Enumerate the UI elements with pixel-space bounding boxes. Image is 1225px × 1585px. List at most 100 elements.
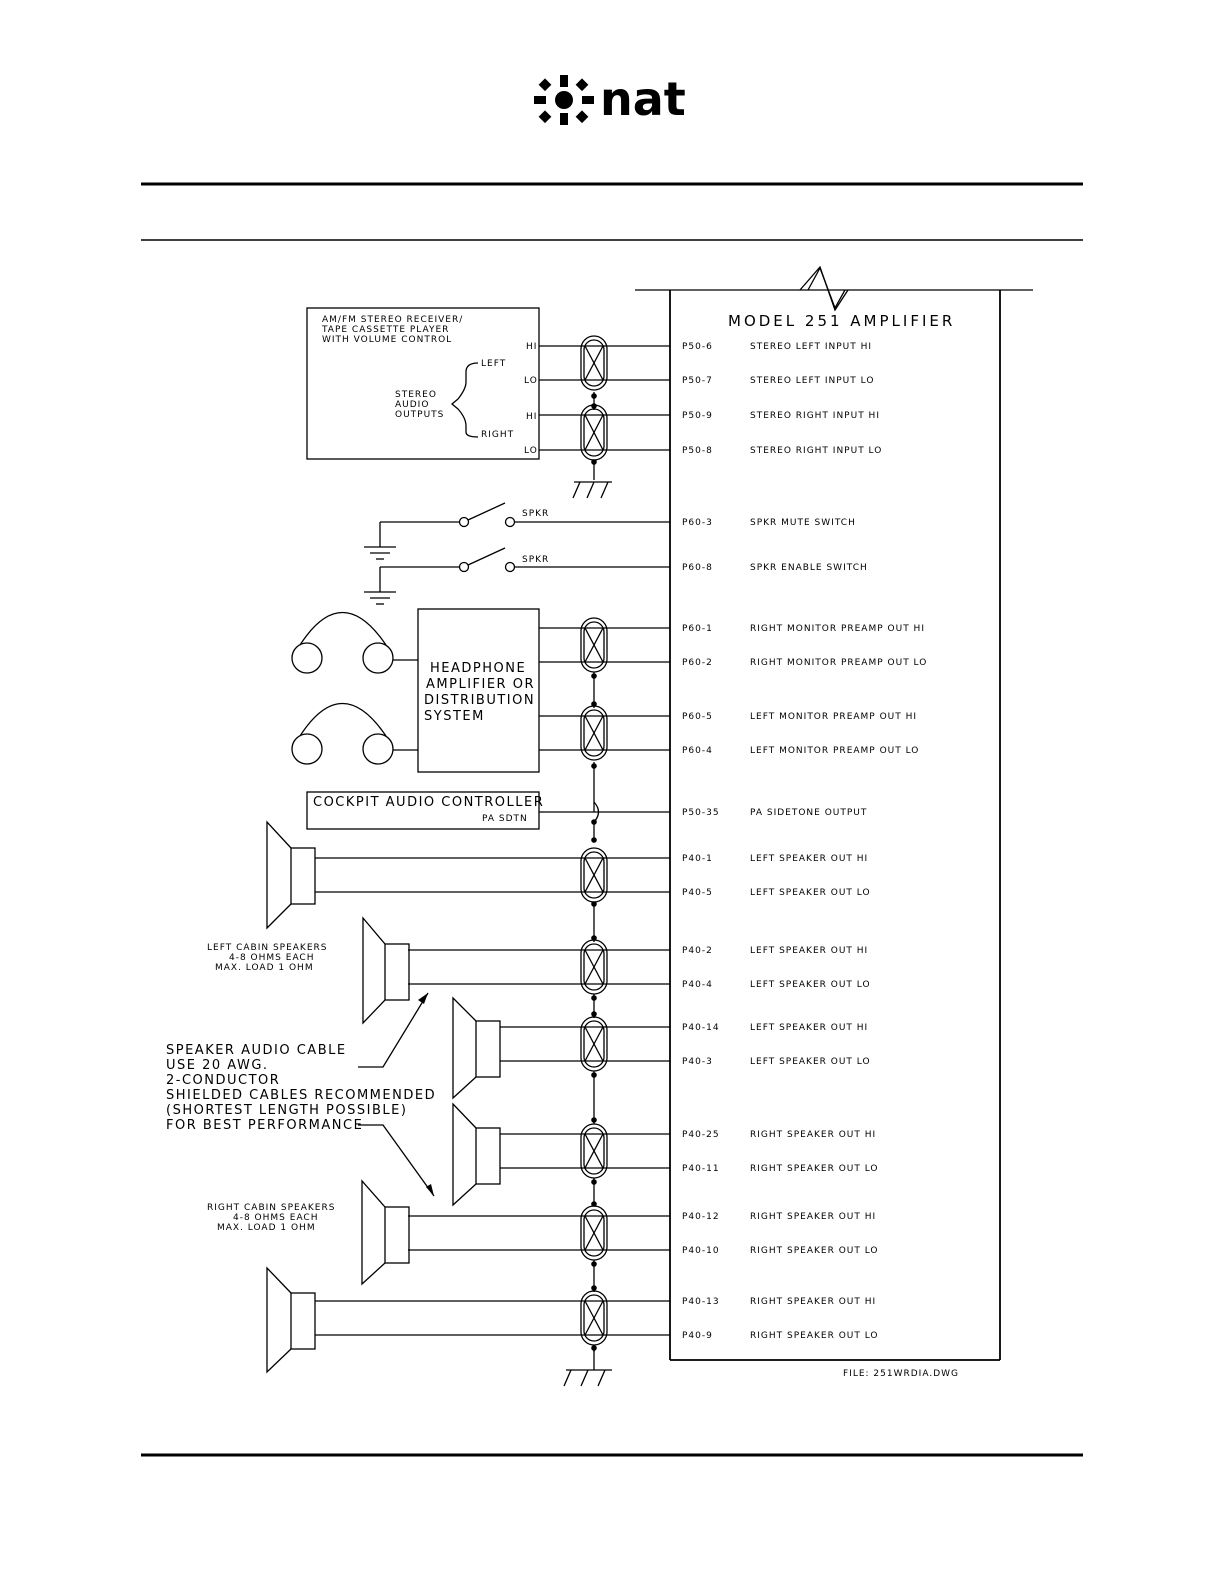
lo-label-2: LO — [524, 446, 538, 456]
junction-dot — [591, 1179, 597, 1185]
pin-number: P60-3 — [682, 518, 713, 528]
receiver-line3: WITH VOLUME CONTROL — [322, 335, 452, 345]
pin-description: RIGHT SPEAKER OUT LO — [750, 1246, 879, 1256]
pin-number: P40-13 — [682, 1297, 720, 1307]
pin-number: P40-2 — [682, 946, 713, 956]
wires — [315, 345, 670, 1336]
pin-number: P40-12 — [682, 1212, 720, 1222]
stereo-label-3: OUTPUTS — [395, 410, 444, 420]
shielded-pair-icon — [580, 939, 608, 995]
junction-dot — [591, 701, 597, 707]
pin-description: PA SIDETONE OUTPUT — [750, 808, 867, 818]
pin-description: STEREO LEFT INPUT LO — [750, 376, 874, 386]
cockpit-title: COCKPIT AUDIO CONTROLLER — [313, 795, 544, 810]
speaker-icon — [362, 916, 410, 1025]
pin-number: P60-5 — [682, 712, 713, 722]
pin-description: LEFT SPEAKER OUT LO — [750, 980, 871, 990]
junction-dot — [591, 673, 597, 679]
note-line3: 2-CONDUCTOR — [166, 1073, 280, 1088]
junction-dot — [591, 1345, 597, 1351]
lo-label-1: LO — [524, 376, 538, 386]
hi-label-2: HI — [526, 412, 537, 422]
junction-dot — [591, 1011, 597, 1017]
left-label: LEFT — [481, 359, 506, 369]
junction-dot — [591, 935, 597, 941]
ground-icon — [364, 546, 396, 560]
nat-logo: nat — [534, 72, 686, 126]
junction-dot — [591, 1285, 597, 1291]
shields — [580, 335, 608, 1352]
left-cabin-line1: LEFT CABIN SPEAKERS — [207, 943, 327, 953]
pin-description: LEFT MONITOR PREAMP OUT HI — [750, 712, 917, 722]
junction-dot — [591, 1117, 597, 1123]
pin-number: P60-4 — [682, 746, 713, 756]
hp-line4: SYSTEM — [424, 709, 485, 724]
arrow-icon — [426, 1184, 434, 1196]
pin-number: P40-4 — [682, 980, 713, 990]
star-icon — [534, 75, 594, 125]
pin-description: RIGHT SPEAKER OUT LO — [750, 1164, 879, 1174]
hp-line2: AMPLIFIER OR — [426, 677, 535, 692]
note-line5: (SHORTEST LENGTH POSSIBLE) — [166, 1103, 407, 1118]
pin-description: SPKR MUTE SWITCH — [750, 518, 856, 528]
left-cabin-line3: MAX. LOAD 1 OHM — [215, 963, 314, 973]
pin-number: P40-14 — [682, 1023, 720, 1033]
junction-dot — [591, 403, 597, 409]
pin-description: LEFT SPEAKER OUT LO — [750, 888, 871, 898]
pin-number: P50-6 — [682, 342, 713, 352]
shielded-pair-icon — [580, 705, 608, 761]
junction-dot — [591, 1261, 597, 1267]
left-cabin-line2: 4-8 OHMS EACH — [229, 953, 315, 963]
note-line2: USE 20 AWG. — [166, 1058, 269, 1073]
shielded-pair-icon — [580, 335, 608, 391]
headphones-icon — [291, 611, 418, 674]
receiver-line2: TAPE CASSETTE PLAYER — [321, 325, 449, 335]
pin-number: P50-35 — [682, 808, 720, 818]
pin-number: P40-1 — [682, 854, 713, 864]
arrow-icon — [418, 993, 428, 1004]
shielded-pair-icon — [580, 1290, 608, 1346]
junction-dot — [591, 995, 597, 1001]
pin-description: LEFT SPEAKER OUT HI — [750, 854, 868, 864]
note-line1: SPEAKER AUDIO CABLE — [166, 1043, 347, 1058]
speaker-icon — [361, 1179, 410, 1286]
hp-line1: HEADPHONE — [430, 661, 526, 676]
speaker-icon — [266, 820, 316, 930]
pin-number: P40-10 — [682, 1246, 720, 1256]
pin-number: P60-2 — [682, 658, 713, 668]
hp-line3: DISTRIBUTION — [424, 693, 535, 708]
shielded-pair-icon — [580, 617, 608, 673]
note-line6: FOR BEST PERFORMANCE — [166, 1118, 363, 1133]
pin-description: RIGHT MONITOR PREAMP OUT LO — [750, 658, 927, 668]
speaker-icon — [452, 1102, 501, 1207]
junction-dot — [591, 837, 597, 843]
pin-number: P40-11 — [682, 1164, 720, 1174]
pin-number: P40-5 — [682, 888, 713, 898]
pin-description: RIGHT MONITOR PREAMP OUT HI — [750, 624, 925, 634]
shielded-pair-icon — [580, 1205, 608, 1261]
pin-number: P60-1 — [682, 624, 713, 634]
speaker-icon — [266, 1266, 316, 1374]
switch-contact-icon — [458, 516, 470, 528]
pin-number: P50-8 — [682, 446, 713, 456]
junction-dot — [591, 1072, 597, 1078]
shielded-pair-icon — [580, 404, 608, 461]
file-note: FILE: 251WRDIA.DWG — [843, 1369, 959, 1379]
note-line4: SHIELDED CABLES RECOMMENDED — [166, 1088, 436, 1103]
hi-label-1: HI — [526, 342, 537, 352]
receiver-box: AM/FM STEREO RECEIVER/ TAPE CASSETTE PLA… — [306, 307, 540, 460]
pin-description: RIGHT SPEAKER OUT LO — [750, 1331, 879, 1341]
stereo-label-1: STEREO — [395, 390, 437, 400]
right-cabin-line2: 4-8 OHMS EACH — [233, 1213, 319, 1223]
junction-dot — [591, 763, 597, 769]
headphone-amp-box: HEADPHONE AMPLIFIER OR DISTRIBUTION SYST… — [417, 608, 540, 773]
shielded-pair-icon — [580, 847, 608, 903]
pin-number: P40-25 — [682, 1130, 720, 1140]
cockpit-sub: PA SDTN — [482, 814, 528, 824]
junction-dot — [591, 393, 597, 399]
pin-number: P60-8 — [682, 563, 713, 573]
pin-number: P40-3 — [682, 1057, 713, 1067]
ground-icon — [572, 462, 612, 499]
